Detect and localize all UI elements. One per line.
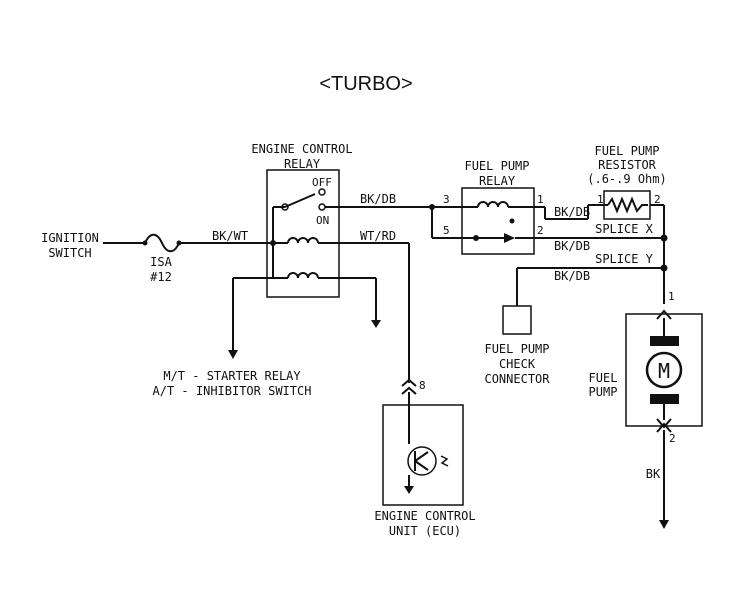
fuel-pump-relay-pin1: 1 bbox=[537, 193, 544, 206]
engine-control-relay bbox=[266, 169, 340, 298]
fuel-pump-pin2: 2 bbox=[669, 432, 676, 445]
resistor-label-line1: FUEL PUMP bbox=[594, 144, 659, 158]
starter-relay-note-line1: M/T - STARTER RELAY bbox=[163, 369, 301, 383]
relay-off-label: OFF bbox=[312, 176, 332, 189]
resistor-label-line2: RESISTOR bbox=[598, 158, 657, 172]
resistor-label-line3: (.6-.9 Ohm) bbox=[587, 172, 666, 186]
fuel-pump-resistor bbox=[603, 190, 651, 220]
fuel-pump-relay-pin2: 2 bbox=[537, 224, 544, 237]
pump-ground-wire bbox=[656, 422, 672, 529]
fuel-pump-relay bbox=[461, 187, 535, 255]
wire-label-bk-db-4: BK/DB bbox=[554, 269, 590, 283]
engine-control-unit bbox=[382, 404, 464, 506]
fuel-pump bbox=[625, 309, 703, 429]
fuel-pump-label-line1: FUEL bbox=[589, 371, 618, 385]
ignition-switch-label-line2: SWITCH bbox=[48, 246, 91, 260]
wire-wt-rd bbox=[339, 242, 410, 383]
engine-control-relay-label-line2: RELAY bbox=[284, 157, 321, 171]
ecu-label-line1: ENGINE CONTROL bbox=[374, 509, 475, 523]
wire-resistor-to-splice-x bbox=[650, 204, 665, 238]
wire-label-bk: BK bbox=[646, 467, 661, 481]
wire-label-bk-db-1: BK/DB bbox=[360, 192, 396, 206]
fuel-pump-relay-pin3: 3 bbox=[443, 193, 450, 206]
feed-wire bbox=[103, 233, 270, 253]
splice-y-label: SPLICE Y bbox=[595, 252, 654, 266]
motor-symbol: M bbox=[658, 359, 670, 383]
splice-x-label: SPLICE X bbox=[595, 222, 654, 236]
ignition-switch-label-line1: IGNITION bbox=[41, 231, 99, 245]
fuel-pump-label-line2: PUMP bbox=[589, 385, 618, 399]
wire-label-bk-wt: BK/WT bbox=[212, 229, 248, 243]
relay-ground bbox=[339, 277, 381, 328]
ecu-connector bbox=[401, 378, 417, 406]
fuse-label-line2: #12 bbox=[150, 270, 172, 284]
check-connector-label-line2: CHECK bbox=[499, 357, 536, 371]
ecu-pin-label: 8 bbox=[419, 379, 426, 392]
check-connector-label-line3: CONNECTOR bbox=[484, 372, 550, 386]
relay-on-label: ON bbox=[316, 214, 329, 227]
wire-bk-db-to-resistor bbox=[534, 204, 608, 220]
resistor-pin2: 2 bbox=[654, 193, 661, 206]
diagram-title: <TURBO> bbox=[319, 73, 412, 95]
fuel-pump-relay-label-line1: FUEL PUMP bbox=[464, 159, 529, 173]
wire-branch-to-pin5 bbox=[429, 204, 476, 239]
resistor-pin1: 1 bbox=[597, 193, 604, 206]
fuel-pump-relay-pin5: 5 bbox=[443, 224, 450, 237]
fuel-pump-relay-label-line2: RELAY bbox=[479, 174, 516, 188]
wire-label-bk-db-3: BK/DB bbox=[554, 239, 590, 253]
fuel-pump-check-connector bbox=[502, 305, 532, 335]
wire-label-wt-rd: WT/RD bbox=[360, 229, 396, 243]
engine-control-relay-label-line1: ENGINE CONTROL bbox=[251, 142, 352, 156]
wire-bk-db-to-check-connector bbox=[516, 267, 664, 306]
fuse-label-line1: ISA bbox=[150, 255, 172, 269]
starter-relay-note-line2: A/T - INHIBITOR SWITCH bbox=[153, 384, 312, 398]
wire-to-starter-relay bbox=[228, 277, 273, 359]
wire-label-bk-db-2: BK/DB bbox=[554, 205, 590, 219]
fuel-pump-pin1: 1 bbox=[668, 290, 675, 303]
ecu-label-line2: UNIT (ECU) bbox=[389, 524, 461, 538]
check-connector-label-line1: FUEL PUMP bbox=[484, 342, 549, 356]
